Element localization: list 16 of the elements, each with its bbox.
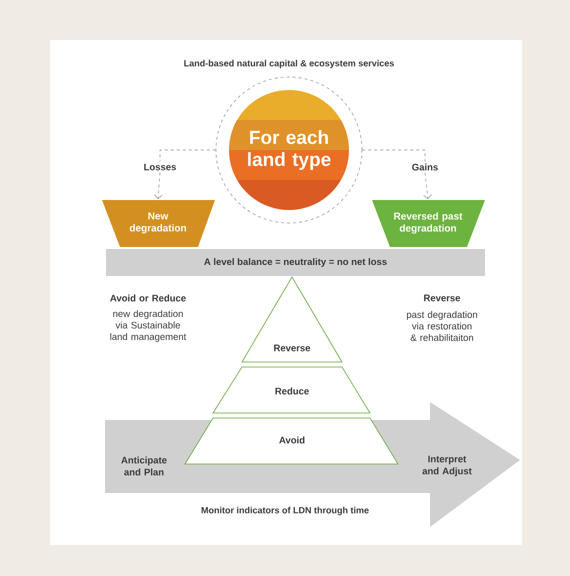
note-text: new degradation via Sustainable land management bbox=[110, 310, 186, 342]
node-label: land type bbox=[248, 152, 331, 170]
flow-label: Losses bbox=[144, 164, 176, 170]
connector bbox=[362, 150, 426, 162]
trapezoid-box: Reversed past degradation bbox=[372, 200, 485, 247]
balance-bar: A level balance = neutrality = no net loss bbox=[106, 249, 485, 276]
trapezoid-box: New degradation bbox=[102, 200, 215, 247]
caption-text: Monitor indicators of LDN through time bbox=[202, 506, 369, 516]
note-text: Avoid or Reduce bbox=[110, 294, 186, 302]
connector bbox=[154, 172, 163, 200]
note-text: Reverse bbox=[424, 294, 460, 302]
flow-label: Gains bbox=[412, 164, 438, 170]
note-text: past degradation via restoration & rehabilitaiton bbox=[406, 311, 478, 341]
connector bbox=[423, 172, 432, 200]
connector bbox=[160, 150, 216, 162]
node-label: Land-based natural capital & ecosystem services bbox=[184, 60, 394, 68]
